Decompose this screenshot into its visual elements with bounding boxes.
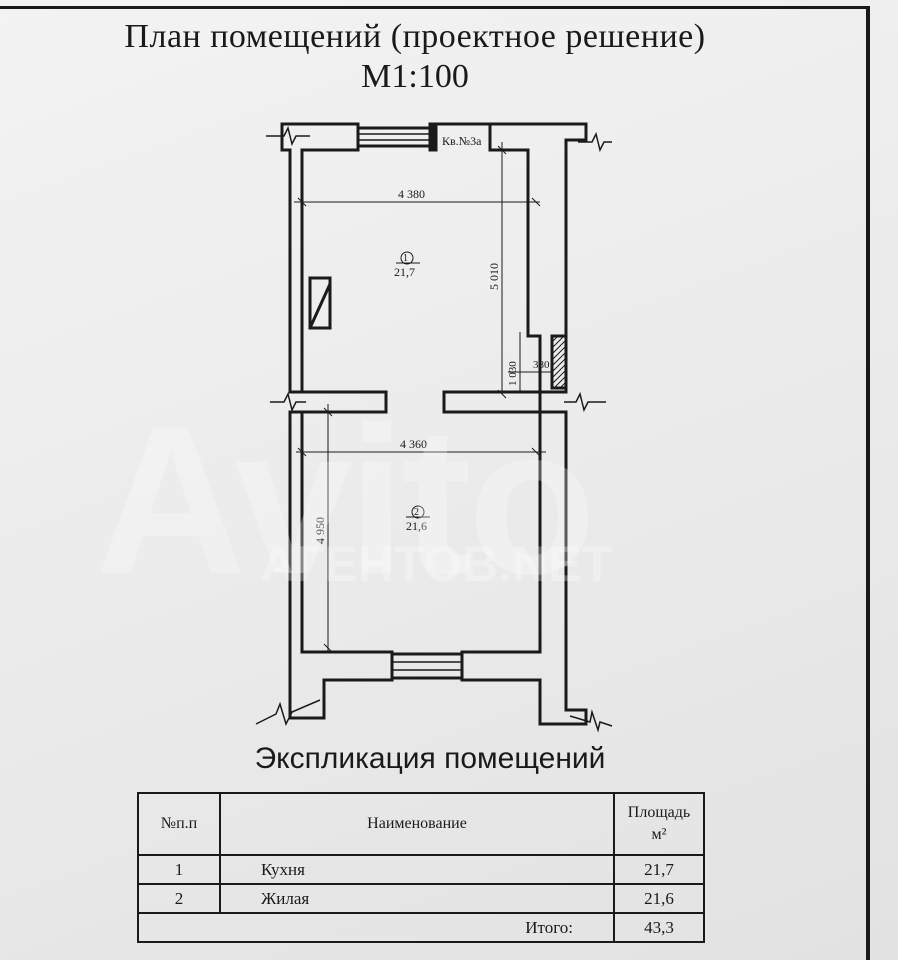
room2-length-dimension: 4 950	[313, 517, 327, 544]
room1-area: 21,7	[394, 265, 415, 279]
room2-area: 21,6	[406, 519, 427, 533]
room1-width-dimension: 4 380	[398, 187, 425, 201]
wall-partition-right	[442, 390, 542, 414]
row-area: 21,6	[613, 883, 705, 914]
wall-top-left	[280, 122, 360, 394]
table-row: 1 Кухня 21,7	[137, 854, 705, 885]
neighbor-apartment-label: Кв.№3а	[442, 134, 482, 148]
small-width-dimension: 380	[533, 359, 550, 371]
frame-border-top	[0, 6, 870, 9]
room2-number: 2	[414, 507, 419, 518]
wall-lower-left	[288, 410, 394, 720]
room1-length-dimension: 5 010	[487, 263, 501, 290]
table-total-row: Итого: 43,3	[137, 912, 705, 943]
header-area-unit: м²	[651, 826, 667, 843]
header-area: Площадь м²	[613, 792, 705, 856]
row-num: 2	[137, 883, 221, 914]
vent-shaft	[308, 276, 332, 330]
page-title: План помещений (проектное решение)	[124, 18, 706, 55]
frame-border-right	[866, 8, 870, 960]
header-num: №п.п	[137, 792, 221, 856]
wall-partition-left	[290, 390, 388, 414]
header-name: Наименование	[219, 792, 615, 856]
total-value: 43,3	[613, 912, 705, 943]
table-row: 2 Жилая 21,6	[137, 883, 705, 914]
table-header-row: №п.п Наименование Площадь м²	[137, 792, 705, 856]
header-area-label: Площадь	[627, 804, 691, 821]
small-length-dimension: 1 030	[507, 361, 519, 386]
total-label: Итого:	[220, 912, 615, 943]
explication-title: Экспликация помещений	[254, 742, 606, 775]
row-num: 1	[137, 854, 221, 885]
row-area: 21,7	[613, 854, 705, 885]
row-name: Кухня	[219, 854, 615, 885]
explication-table: №п.п Наименование Площадь м² 1 Кухня 21,…	[137, 792, 705, 943]
total-empty-cell	[137, 912, 220, 943]
row-name: Жилая	[219, 883, 615, 914]
room1-number: 1	[403, 253, 408, 264]
room2-width-dimension: 4 360	[400, 437, 427, 451]
wall-lower-right	[460, 410, 588, 726]
scale-label: М1:100	[361, 58, 469, 95]
